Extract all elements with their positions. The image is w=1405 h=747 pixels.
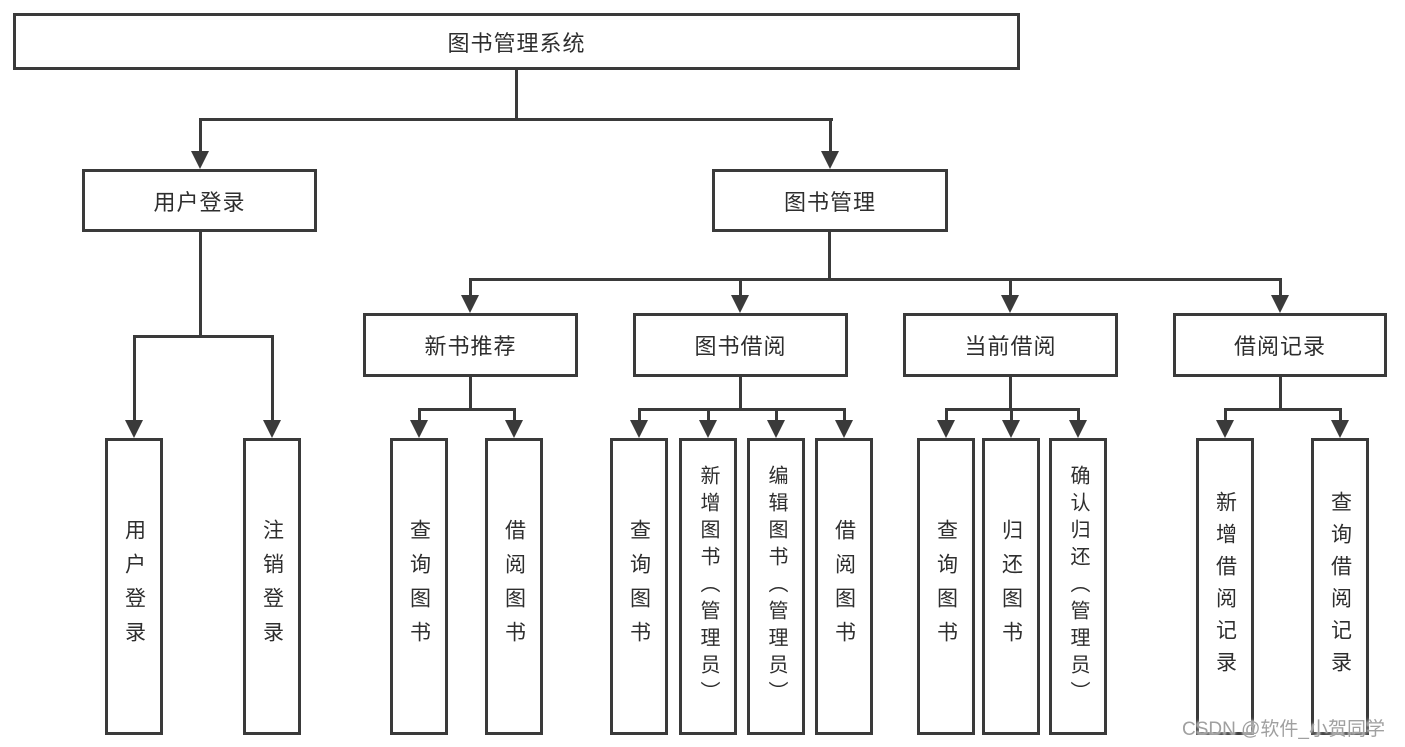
connector-leaf-d2-drop: [1010, 408, 1013, 422]
leaf-query-books-current: 查询图书: [917, 438, 975, 735]
leaf-confirm-return-admin: 确认归还（管理员）: [1049, 438, 1107, 735]
leaf-borrow-books-newbooks-label: 借阅图书: [502, 518, 526, 655]
connector-leaf-c3-drop: [775, 408, 778, 422]
leaf-borrow-books: 借阅图书: [815, 438, 873, 735]
node-book-mgmt-label: 图书管理: [783, 189, 876, 215]
connector-groupC-rail: [638, 408, 846, 411]
leaf-return-books-label: 归还图书: [999, 518, 1023, 655]
arrow-book-borrow-icon: [731, 295, 749, 313]
arrow-leaf-b2-icon: [505, 420, 523, 438]
leaf-query-books-newbooks-label: 查询图书: [407, 518, 431, 655]
node-new-books-label: 新书推荐: [424, 334, 517, 359]
leaf-borrow-books-newbooks: 借阅图书: [485, 438, 543, 735]
arrow-leaf-c3-icon: [767, 420, 785, 438]
leaf-add-books-admin: 新增图书（管理员）: [679, 438, 737, 735]
arrow-leaf-e1-icon: [1216, 420, 1234, 438]
connector-new-books-drop: [469, 278, 472, 296]
connector-current-borrow-drop: [1009, 278, 1012, 296]
leaf-add-books-admin-label: 新增图书（管理员）: [697, 465, 719, 708]
arrow-borrow-records-icon: [1271, 295, 1289, 313]
arrow-current-borrow-icon: [1001, 295, 1019, 313]
arrow-leaf-c4-icon: [835, 420, 853, 438]
node-book-mgmt: 图书管理: [712, 169, 948, 232]
connector-leaf-b2-drop: [513, 408, 516, 422]
arrow-book-mgmt-icon: [821, 151, 839, 169]
connector-leaf-c2-drop: [707, 408, 710, 422]
arrow-new-books-icon: [461, 295, 479, 313]
connector-groupB-rail: [418, 408, 516, 411]
connector-leaf-b1-drop: [418, 408, 421, 422]
connector-user-login-drop: [199, 118, 202, 155]
connector-level3-rail: [469, 278, 1282, 281]
node-book-borrow-label: 图书借阅: [694, 334, 787, 359]
leaf-edit-books-admin-label: 编辑图书（管理员）: [765, 465, 787, 708]
leaf-return-books: 归还图书: [982, 438, 1040, 735]
connector-leaf-c1-drop: [638, 408, 641, 422]
node-new-books: 新书推荐: [363, 313, 578, 377]
node-root-label: 图书管理系统: [447, 30, 586, 56]
leaf-query-books-current-label: 查询图书: [934, 518, 958, 655]
arrow-user-login-icon: [191, 151, 209, 169]
arrow-leaf-a1-icon: [125, 420, 143, 438]
node-current-borrow: 当前借阅: [903, 313, 1118, 377]
connector-book-borrow-stem: [739, 377, 742, 408]
leaf-logout-label: 注销登录: [260, 518, 284, 655]
leaf-add-borrow-record-label: 新增借阅记录: [1213, 490, 1237, 683]
connector-leaf-d1-drop: [945, 408, 948, 422]
arrow-leaf-d1-icon: [937, 420, 955, 438]
connector-book-mgmt-drop: [829, 118, 832, 155]
leaf-query-books-borrow-label: 查询图书: [627, 518, 651, 655]
node-user-login-label: 用户登录: [153, 189, 246, 215]
connector-leaf-c4-drop: [843, 408, 846, 422]
leaf-confirm-return-admin-label: 确认归还（管理员）: [1067, 465, 1089, 708]
leaf-add-borrow-record: 新增借阅记录: [1196, 438, 1254, 735]
leaf-logout: 注销登录: [243, 438, 301, 735]
connector-user-login-stem: [199, 232, 202, 335]
arrow-leaf-d3-icon: [1069, 420, 1087, 438]
connector-root-stem: [515, 70, 518, 118]
connector-current-borrow-stem: [1009, 377, 1012, 408]
node-borrow-records-label: 借阅记录: [1233, 334, 1326, 359]
node-root-system: 图书管理系统: [13, 13, 1020, 70]
node-borrow-records: 借阅记录: [1173, 313, 1387, 377]
watermark: CSDN @软件_小贺同学: [1182, 719, 1385, 740]
connector-borrow-records-stem: [1279, 377, 1282, 408]
arrow-leaf-c1-icon: [630, 420, 648, 438]
connector-leaf-a2-drop: [271, 335, 274, 422]
node-current-borrow-label: 当前借阅: [964, 334, 1057, 359]
connector-book-mgmt-stem: [828, 232, 831, 278]
arrow-leaf-b1-icon: [410, 420, 428, 438]
connector-new-books-stem: [469, 377, 472, 408]
leaf-query-books-borrow: 查询图书: [610, 438, 668, 735]
leaf-user-login: 用户登录: [105, 438, 163, 735]
leaf-user-login-label: 用户登录: [122, 518, 146, 655]
connector-leaf-e1-drop: [1224, 408, 1227, 422]
leaf-query-books-newbooks: 查询图书: [390, 438, 448, 735]
connector-level2-rail: [199, 118, 833, 121]
arrow-leaf-d2-icon: [1002, 420, 1020, 438]
leaf-query-borrow-record: 查询借阅记录: [1311, 438, 1369, 735]
connector-leaf-e2-drop: [1339, 408, 1342, 422]
arrow-leaf-c2-icon: [699, 420, 717, 438]
connector-leaf-a1-drop: [133, 335, 136, 422]
connector-groupE-rail: [1224, 408, 1341, 411]
leaf-query-borrow-record-label: 查询借阅记录: [1328, 490, 1352, 683]
arrow-leaf-e2-icon: [1331, 420, 1349, 438]
leaf-edit-books-admin: 编辑图书（管理员）: [747, 438, 805, 735]
connector-borrow-records-drop: [1279, 278, 1282, 296]
node-user-login: 用户登录: [82, 169, 317, 232]
arrow-leaf-a2-icon: [263, 420, 281, 438]
leaf-borrow-books-label: 借阅图书: [832, 518, 856, 655]
connector-book-borrow-drop: [739, 278, 742, 296]
connector-groupA-rail: [133, 335, 274, 338]
connector-leaf-d3-drop: [1077, 408, 1080, 422]
node-book-borrow: 图书借阅: [633, 313, 848, 377]
